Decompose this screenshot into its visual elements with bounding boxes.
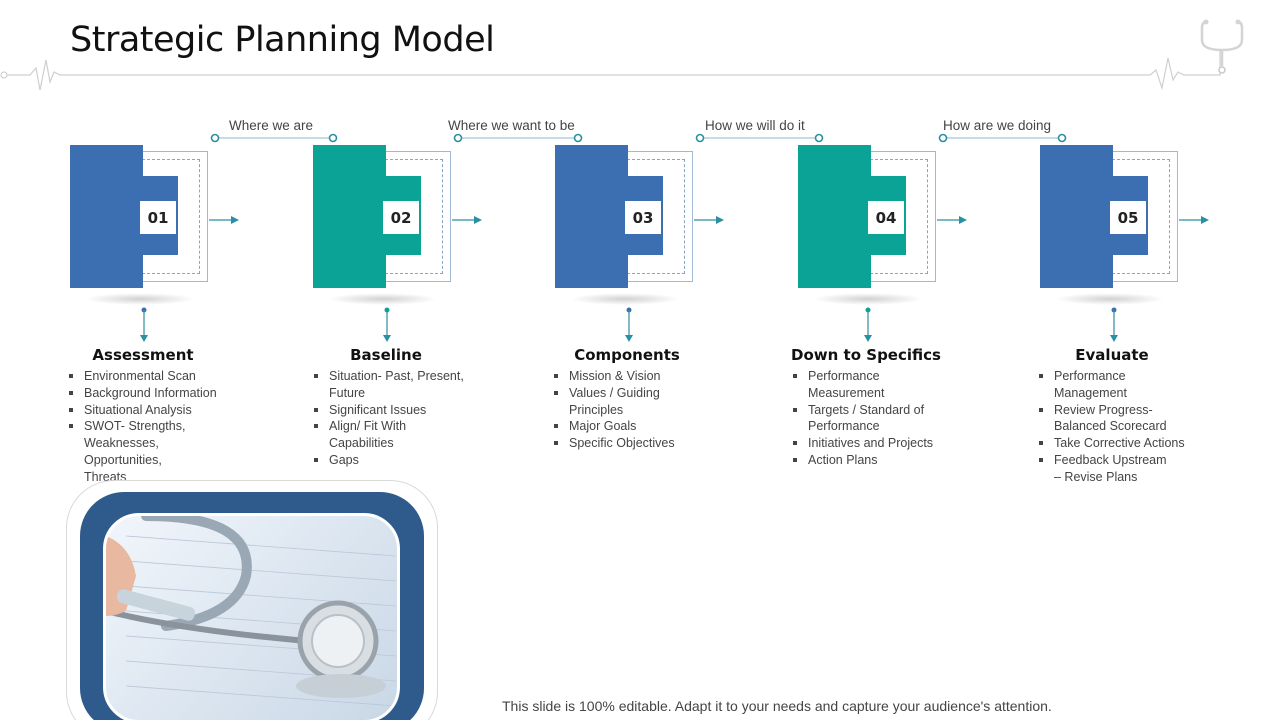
connector-label-2: Where we want to be	[448, 118, 575, 133]
stethoscope-photo	[103, 513, 400, 720]
arrow-down-icon	[625, 307, 633, 342]
step-heading: Components	[574, 346, 680, 364]
step-block-5: 05	[1040, 145, 1209, 305]
list-item: Background Information	[66, 385, 226, 402]
list-item: Environmental Scan	[66, 368, 226, 385]
step-heading: Assessment	[92, 346, 194, 364]
stethoscope-icon	[1200, 19, 1244, 74]
connector-label-1: Where we are	[229, 118, 314, 133]
step-block-4: 04	[798, 145, 967, 305]
step-block-2: 02	[313, 145, 482, 305]
arrow-down-icon	[383, 307, 391, 342]
list-item: Situational Analysis	[66, 402, 226, 419]
step-number: 05	[1110, 201, 1146, 234]
arrow-right-icon	[694, 216, 724, 224]
step-number: 03	[625, 201, 661, 234]
list-item: Review Progress- Balanced Scorecard	[1036, 402, 1171, 436]
list-item: Values / Guiding Principles	[551, 385, 676, 419]
step-details-2: Baseline Situation- Past, Present, Futur…	[311, 346, 471, 469]
arrow-right-icon	[452, 216, 482, 224]
step-details-3: Components Mission & Vision Values / Gui…	[551, 346, 711, 452]
page-title: Strategic Planning Model	[70, 20, 495, 60]
list-item: Gaps	[311, 452, 471, 469]
step-details-5: Evaluate Performance Management Review P…	[1036, 346, 1196, 486]
step-heading: Evaluate	[1075, 346, 1149, 364]
list-item: Initiatives and Projects	[790, 435, 950, 452]
arrow-right-icon	[209, 216, 239, 224]
step-number: 01	[140, 201, 176, 234]
arrow-right-icon	[937, 216, 967, 224]
list-item: Targets / Standard of Performance	[790, 402, 940, 436]
list-item: Performance Measurement	[790, 368, 900, 402]
list-item: Major Goals	[551, 418, 711, 435]
heartbeat-line	[0, 50, 1221, 91]
list-item: Significant Issues	[311, 402, 471, 419]
step-heading: Baseline	[350, 346, 422, 364]
list-item: Situation- Past, Present, Future	[311, 368, 466, 402]
list-item: Specific Objectives	[551, 435, 711, 452]
arrow-down-icon	[864, 307, 872, 342]
step-block-1: 01	[70, 145, 239, 305]
list-item: Take Corrective Actions	[1036, 435, 1196, 452]
list-item: Action Plans	[790, 452, 950, 469]
list-item: Feedback Upstream – Revise Plans	[1036, 452, 1176, 486]
list-item: Mission & Vision	[551, 368, 711, 385]
stethoscope-illustration	[106, 516, 397, 707]
step-block-3: 03	[555, 145, 724, 305]
step-number: 02	[383, 201, 419, 234]
arrow-down-icon	[140, 307, 148, 342]
photo-outline	[66, 480, 438, 720]
footer-note: This slide is 100% editable. Adapt it to…	[502, 698, 1052, 714]
list-item: Align/ Fit With Capabilities	[311, 418, 431, 452]
connector-label-4: How are we doing	[943, 118, 1052, 133]
list-item: Performance Management	[1036, 368, 1146, 402]
arrow-down-icon	[1110, 307, 1118, 342]
step-number: 04	[868, 201, 904, 234]
step-details-4: Down to Specifics Performance Measuremen…	[790, 346, 950, 469]
arrow-right-icon	[1179, 216, 1209, 224]
connector-brackets	[210, 133, 1067, 143]
list-item: SWOT- Strengths, Weaknesses, Opportuniti…	[66, 418, 206, 485]
connector-label-3: How we will do it	[705, 118, 805, 133]
step-heading: Down to Specifics	[791, 346, 941, 364]
step-details-1: Assessment Environmental Scan Background…	[66, 346, 226, 486]
